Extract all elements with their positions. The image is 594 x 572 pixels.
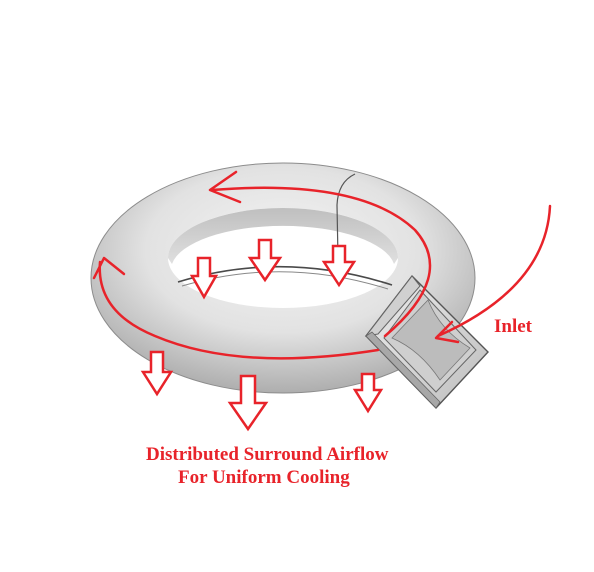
top-circulation-arrow bbox=[210, 186, 432, 338]
down-arrow-icon bbox=[227, 374, 269, 432]
down-arrow-icon bbox=[140, 350, 174, 397]
duct-top-face bbox=[364, 275, 421, 337]
inlet-label: Inlet bbox=[494, 316, 532, 337]
torus-seam-line bbox=[336, 173, 356, 259]
down-arrow-icon bbox=[189, 256, 219, 300]
down-arrow-icon bbox=[247, 238, 283, 283]
outflow-arrows bbox=[140, 238, 384, 432]
inlet-flow-arrow bbox=[436, 204, 552, 338]
duct-inner-channel bbox=[391, 299, 471, 381]
flow-arrows bbox=[92, 170, 552, 360]
inlet-flow-arrowhead bbox=[434, 320, 460, 344]
duct-bottom-face bbox=[365, 331, 441, 409]
top-circulation-arrowhead bbox=[208, 170, 242, 204]
caption-line-1: Distributed Surround Airflow bbox=[146, 444, 389, 465]
down-arrow-icon bbox=[321, 244, 357, 288]
down-arrow-icon bbox=[352, 372, 384, 414]
bottom-circulation-arrow bbox=[98, 260, 380, 360]
torus-inner-wall bbox=[168, 208, 398, 264]
bottom-circulation-arrowhead bbox=[92, 256, 126, 280]
caption-line-2: For Uniform Cooling bbox=[178, 467, 350, 488]
